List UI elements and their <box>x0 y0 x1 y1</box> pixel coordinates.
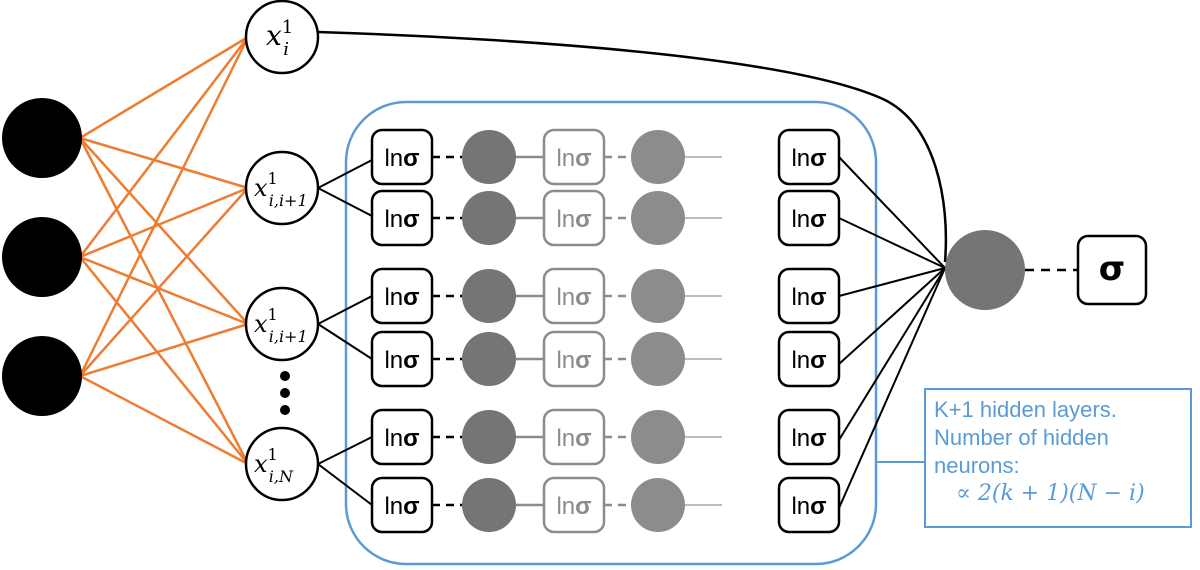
hidden-row: lnσ lnσ lnσ <box>370 330 841 388</box>
x-node-circle <box>244 286 320 362</box>
orange-edge <box>79 187 249 377</box>
ln-sigma-label: lnσ <box>556 493 591 520</box>
hidden-neuron <box>631 269 685 323</box>
hidden-neuron <box>631 130 685 184</box>
input-neuron <box>2 98 82 178</box>
ln-sigma-label: lnσ <box>791 425 826 452</box>
note-line-3: neurons: <box>934 453 1020 478</box>
ln-sigma-label: lnσ <box>384 284 419 311</box>
ln-sigma-label: lnσ <box>384 206 419 233</box>
ln-sigma-block <box>777 128 841 186</box>
x-node-circle <box>244 0 320 75</box>
hidden-row: lnσ lnσ lnσ <box>370 408 841 466</box>
orange-edge <box>79 374 249 466</box>
ln-sigma-block <box>777 330 841 388</box>
orange-edge <box>79 136 249 190</box>
note-formula: ∝ 2(k + 1)(N − i) <box>956 481 1145 506</box>
ln-sigma-block <box>777 267 841 325</box>
ln-sigma-label: lnσ <box>556 347 591 374</box>
input-neuron <box>2 217 82 297</box>
ln-sigma-label: lnσ <box>791 145 826 172</box>
note-line-2: Number of hidden <box>934 425 1109 450</box>
ln-sigma-block <box>777 476 841 534</box>
hidden-to-output-connections <box>838 156 946 509</box>
x-to-hidden-connections <box>317 159 373 506</box>
orange-edge <box>78 36 250 377</box>
ln-sigma-label: lnσ <box>556 145 591 172</box>
input-connections <box>78 35 250 466</box>
ln-sigma-label: lnσ <box>384 145 419 172</box>
hidden-neuron <box>462 191 516 245</box>
ln-sigma-label: lnσ <box>384 347 419 374</box>
ln-sigma-label: lnσ <box>791 493 826 520</box>
hidden-neuron <box>462 478 516 532</box>
ln-sigma-block <box>777 408 841 466</box>
hidden-neuron <box>631 191 685 245</box>
hidden-neuron <box>462 269 516 323</box>
ellipsis-dots <box>280 371 290 415</box>
orange-edge <box>79 322 249 378</box>
ln-sigma-block <box>777 189 841 247</box>
hidden-neuron <box>631 332 685 386</box>
orange-edge <box>79 186 249 259</box>
hidden-row: lnσ lnσ lnσ <box>370 189 841 247</box>
note-line-1: K+1 hidden layers. <box>934 397 1117 422</box>
ln-sigma-label: lnσ <box>791 347 826 374</box>
input-neuron <box>2 336 82 416</box>
orange-edge <box>79 256 249 465</box>
hidden-layers-note: K+1 hidden layers. Number of hidden neur… <box>924 388 1192 528</box>
skip-connection <box>317 30 948 263</box>
hidden-row: lnσ lnσ lnσ <box>370 476 841 534</box>
hidden-row: lnσ lnσ lnσ <box>370 267 841 325</box>
hidden-neuron <box>631 410 685 464</box>
x-node-circle <box>244 150 320 226</box>
hidden-neuron <box>462 130 516 184</box>
orange-edge <box>79 35 249 140</box>
x-node-circle <box>244 426 320 502</box>
output-sigma-box <box>1076 234 1148 306</box>
ln-sigma-label: lnσ <box>556 206 591 233</box>
ln-sigma-label: lnσ <box>791 206 826 233</box>
hidden-neuron <box>462 410 516 464</box>
output-neuron <box>945 230 1025 310</box>
ln-sigma-label: lnσ <box>556 425 591 452</box>
ln-sigma-label: lnσ <box>791 284 826 311</box>
hidden-neuron <box>462 332 516 386</box>
hidden-layers-frame <box>344 100 878 566</box>
ln-sigma-label: lnσ <box>556 284 591 311</box>
orange-edge <box>79 36 249 258</box>
orange-edge <box>79 137 249 325</box>
orange-edge <box>79 255 249 326</box>
ln-sigma-label: lnσ <box>384 493 419 520</box>
output-sigma-label: σ <box>1099 249 1125 289</box>
orange-edge <box>78 137 250 465</box>
hidden-row: lnσ lnσ lnσ <box>370 128 841 186</box>
hidden-neuron <box>631 478 685 532</box>
ln-sigma-label: lnσ <box>384 425 419 452</box>
